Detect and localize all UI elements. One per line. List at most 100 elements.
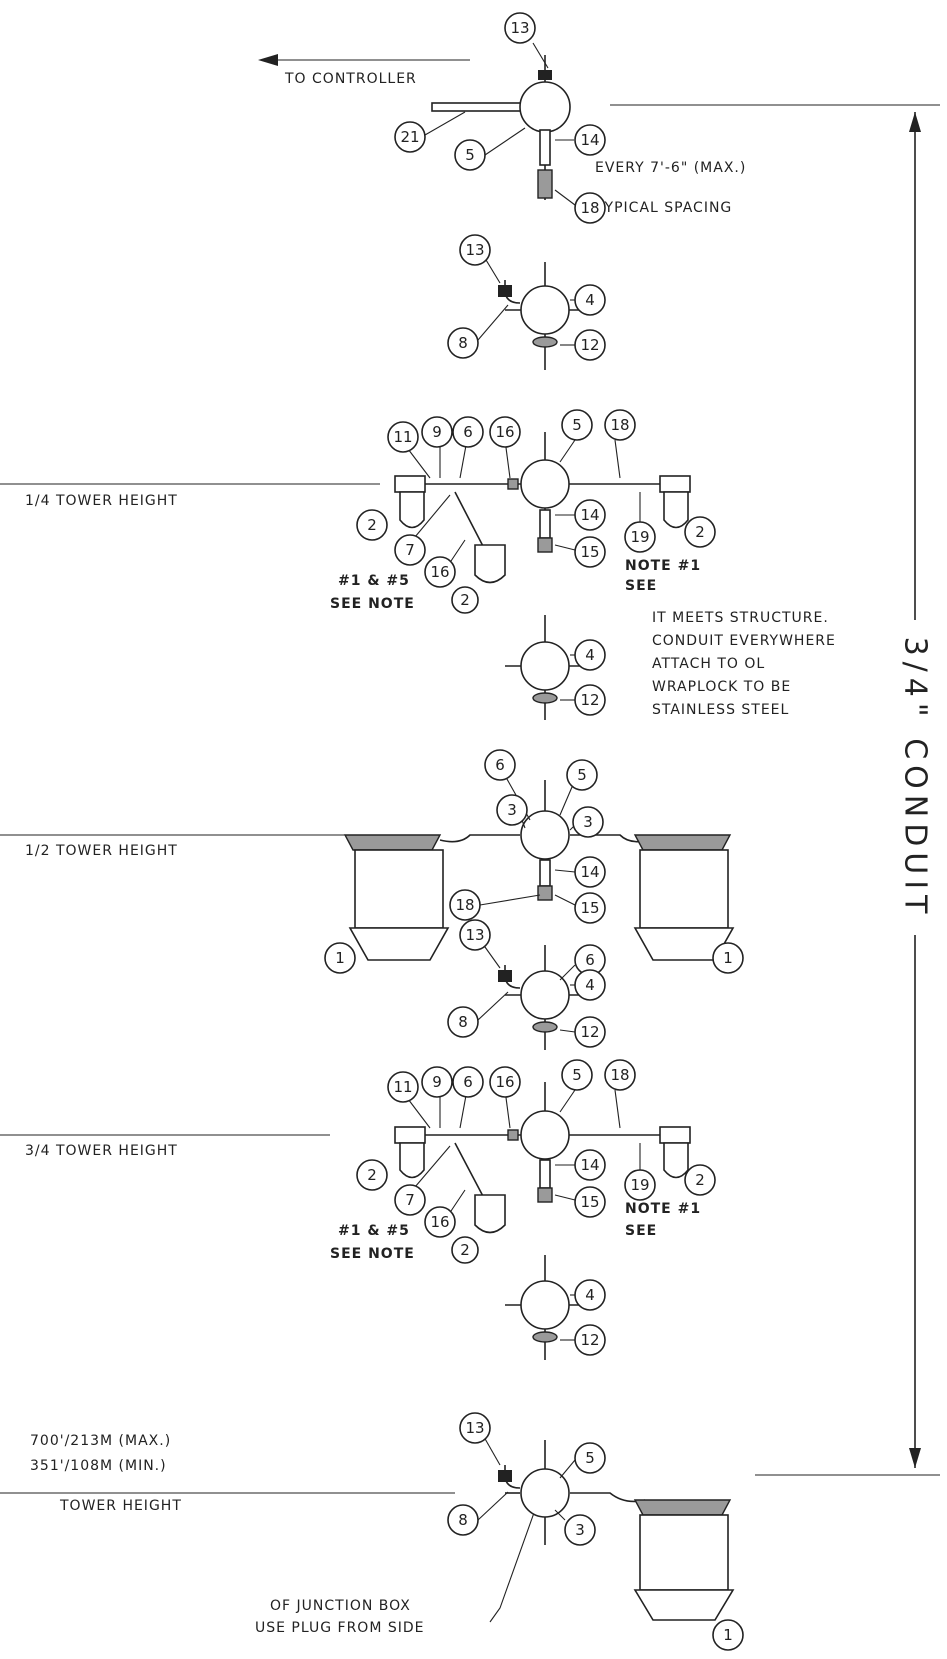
callout-4: 4: [574, 284, 606, 316]
beacon-left: [343, 834, 450, 961]
callout-3: 3: [572, 806, 604, 838]
obstruction-light-angled-b: [474, 1194, 506, 1234]
svg-text:11: 11: [393, 428, 412, 446]
dimension-arrow-bottom: [909, 1448, 921, 1468]
callout-18: 18: [604, 1059, 636, 1091]
svg-text:5: 5: [465, 146, 475, 164]
callout-14: 14: [574, 124, 606, 156]
svg-text:5: 5: [577, 766, 587, 784]
svg-text:2: 2: [367, 516, 377, 534]
svg-text:19: 19: [630, 1176, 649, 1194]
junction-box-top: [431, 55, 571, 200]
wraplock-label-3: ATTACH TO OL: [652, 656, 765, 672]
svg-text:4: 4: [585, 646, 595, 664]
see-note1-label-top: NOTE #1: [625, 558, 701, 574]
callout-2: 2: [451, 1236, 479, 1264]
callout-2: 2: [356, 509, 388, 541]
plug-leader: [489, 1509, 536, 1623]
svg-text:13: 13: [465, 241, 484, 259]
svg-text:18: 18: [610, 1066, 629, 1084]
svg-text:18: 18: [610, 416, 629, 434]
svg-text:12: 12: [580, 1331, 599, 1349]
junction-box-body: [519, 81, 571, 133]
svg-text:14: 14: [580, 1156, 599, 1174]
obstruction-light-right-b: [663, 1142, 689, 1179]
svg-text:2: 2: [367, 1166, 377, 1184]
callout-13: 13: [459, 234, 491, 266]
see-label-top: SEE: [625, 578, 657, 594]
obstruction-light-angled: [474, 544, 506, 584]
callout-11: 11: [387, 421, 419, 453]
callout-bubbles: 13 21 5 14 18 13 4 8 12 11 9 6 16 5 18 1…: [324, 12, 744, 1651]
svg-text:15: 15: [580, 899, 599, 917]
callout-8: 8: [447, 327, 479, 359]
wraplock-label-4: CONDUIT EVERYWHERE: [652, 633, 836, 649]
junction-box-f: [498, 945, 585, 1050]
plug-label-2: OF JUNCTION BOX: [270, 1598, 411, 1614]
text-labels: TO CONTROLLER EVERY 7'-6" (MAX.) TYPICAL…: [25, 54, 836, 1636]
svg-text:3: 3: [583, 813, 593, 831]
callout-leaders: [404, 42, 641, 1521]
see-note-label-top: SEE NOTE: [330, 596, 415, 612]
wraplock-label-5: IT MEETS STRUCTURE.: [652, 610, 829, 626]
dimension-arrow-top: [909, 112, 921, 132]
callout-7: 7: [394, 1184, 426, 1216]
obstruction-light-right: [663, 491, 689, 529]
callout-4: 4: [574, 639, 606, 671]
tower-max-label: 700'/213M (MAX.): [30, 1433, 171, 1449]
assembly-three-quarter-height: [394, 1082, 691, 1234]
to-controller-arrowhead: [258, 54, 278, 66]
callout-3: 3: [564, 1514, 596, 1546]
callout-1: 1: [712, 1619, 744, 1651]
svg-text:12: 12: [580, 1023, 599, 1041]
svg-text:2: 2: [460, 1241, 470, 1259]
callout-11: 11: [387, 1071, 419, 1103]
callout-15: 15: [574, 1186, 606, 1218]
wraplock-label-2: WRAPLOCK TO BE: [652, 679, 791, 695]
svg-text:7: 7: [405, 1191, 415, 1209]
callout-12: 12: [574, 684, 606, 716]
svg-text:16: 16: [495, 1073, 514, 1091]
callout-9: 9: [421, 1066, 453, 1098]
svg-text:16: 16: [430, 1213, 449, 1231]
svg-text:8: 8: [458, 1013, 468, 1031]
svg-text:11: 11: [393, 1078, 412, 1096]
dimension-label: 3/4" CONDUIT: [898, 637, 933, 920]
callout-6: 6: [484, 749, 516, 781]
svg-text:16: 16: [495, 423, 514, 441]
obstruction-light-left: [399, 491, 425, 529]
tower-height-label: TOWER HEIGHT: [59, 1498, 182, 1514]
svg-text:18: 18: [580, 199, 599, 217]
callout-16: 16: [424, 1206, 456, 1238]
callout-5: 5: [561, 1059, 593, 1091]
callout-5: 5: [454, 139, 486, 171]
callout-18: 18: [574, 192, 606, 224]
callout-7: 7: [394, 534, 426, 566]
callout-19: 19: [624, 521, 656, 553]
junction-box-h: [505, 1255, 585, 1360]
callout-4: 4: [574, 969, 606, 1001]
junction-box-d: [505, 615, 585, 720]
callout-6: 6: [452, 416, 484, 448]
svg-text:4: 4: [585, 1286, 595, 1304]
callout-13: 13: [459, 919, 491, 951]
callout-16: 16: [489, 1066, 521, 1098]
callout-12: 12: [574, 1016, 606, 1048]
callout-16: 16: [489, 416, 521, 448]
callout-5: 5: [561, 409, 593, 441]
svg-text:15: 15: [580, 1193, 599, 1211]
callout-1: 1: [712, 942, 744, 974]
callout-5: 5: [574, 1442, 606, 1474]
note-1-5-label-bottom: #1 & #5: [338, 1223, 410, 1239]
svg-text:2: 2: [460, 591, 470, 609]
svg-text:5: 5: [572, 1066, 582, 1084]
callout-15: 15: [574, 536, 606, 568]
callout-13: 13: [459, 1412, 491, 1444]
see-note-label-bottom: SEE NOTE: [330, 1246, 415, 1262]
wraplock-label-1: STAINLESS STEEL: [652, 702, 789, 718]
callout-2: 2: [684, 516, 716, 548]
svg-text:15: 15: [580, 543, 599, 561]
svg-text:16: 16: [430, 563, 449, 581]
